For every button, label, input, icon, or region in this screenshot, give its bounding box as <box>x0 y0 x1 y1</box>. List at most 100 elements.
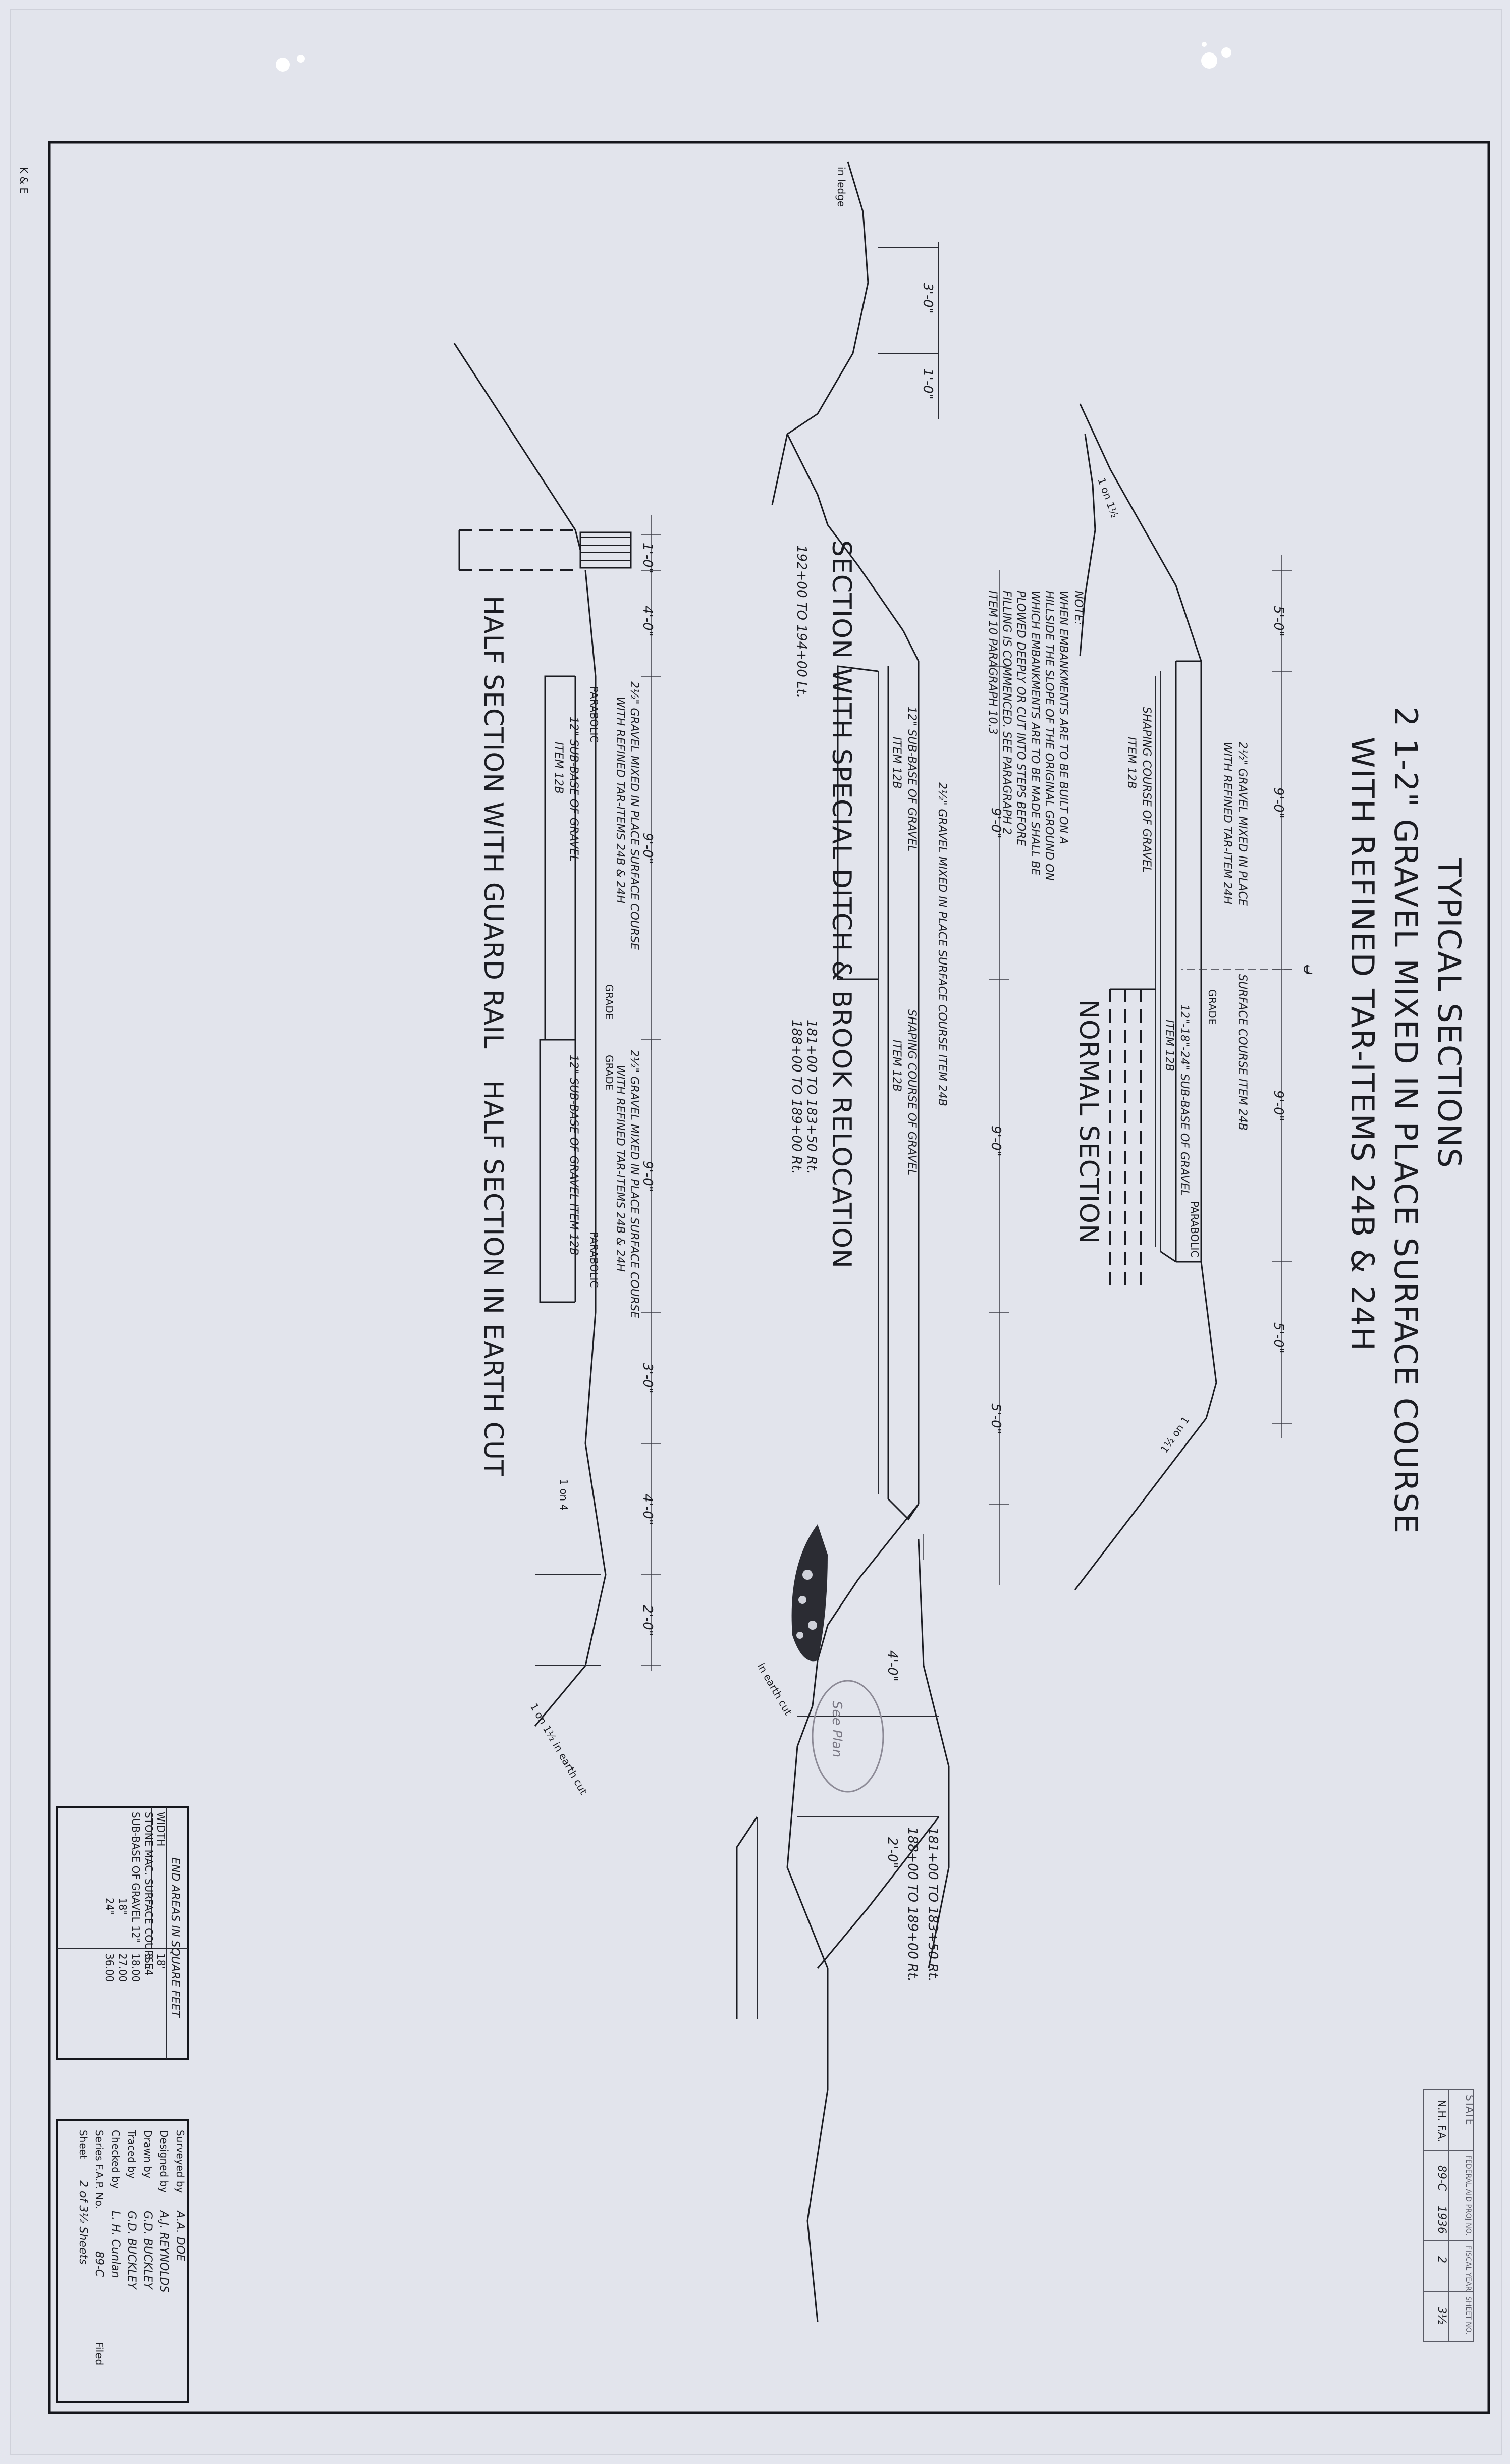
end-areas-row-1-label: STONE MAC. SURFACE COURSE <box>143 1812 155 1970</box>
earth-dim-3: 4'-0" <box>640 1494 655 1525</box>
note-line-6: ITEM 10 PARAGRAPH 10.3 <box>986 591 999 735</box>
normal-parabolic: PARABOLIC <box>1189 1201 1201 1257</box>
tb-row-0-label: Surveyed by <box>174 2130 186 2193</box>
tb-row-3-label: Traced by <box>126 2129 138 2179</box>
end-areas-row-3-label: 18" <box>117 1898 129 1915</box>
tb-row-2-label: Drawn by <box>142 2130 154 2178</box>
guard-subbase: 12" SUB-BASE OF GRAVEL <box>567 717 580 862</box>
normal-dim-1: 5'-0" <box>1271 606 1286 637</box>
state-value-2: 89-C <box>1435 2165 1448 2191</box>
special-dim-2: 9'-0" <box>988 808 1003 839</box>
special-section: 3'-0" 1'-0" 9'-0" 9'-0" 5'-0" 4'-0" <box>736 161 1009 2322</box>
normal-subbase-label: 12"-18"-24" SUB-BASE OF GRAVEL <box>1178 1004 1191 1196</box>
state-value-5: 3½ <box>1435 2307 1448 2324</box>
state-header-1: FEDERAL AID PROJ NO. <box>1464 2155 1472 2236</box>
dim-ticks <box>1272 570 1292 1424</box>
earth-cut-title: HALF SECTION IN EARTH CUT <box>478 1080 508 1477</box>
earth-grade: GRADE <box>603 1055 615 1090</box>
earth-surface-2: WITH REFINED TAR-ITEMS 24B & 24H <box>614 1065 626 1272</box>
earth-surface: 2½" GRAVEL MIXED IN PLACE SURFACE COURSE <box>628 1050 640 1318</box>
end-areas-table: END AREAS IN SQUARE FEET WIDTH 18' STONE… <box>56 1806 189 2060</box>
end-areas-row-3-value: 27.00 <box>117 1953 129 1982</box>
guard-grade: GRADE <box>603 984 615 1020</box>
special-dim-6: 4'-0" <box>885 1650 900 1682</box>
tb-row-0-value: A.A. DOE <box>174 2210 186 2261</box>
title-line-3: WITH REFINED TAR-ITEMS 24B & 24H <box>1344 737 1381 1352</box>
guard-parabolic: PARABOLIC <box>588 686 600 742</box>
tb-row-6-label: Sheet <box>77 2130 89 2159</box>
state-header-3: SHEET NO. <box>1464 2296 1472 2334</box>
special-shaping-item: ITEM 12B <box>890 1040 903 1092</box>
end-areas-row-2-value: 18.00 <box>130 1953 142 1982</box>
punch-hole-right <box>1201 42 1231 69</box>
earth-slope: 1 on 4 <box>558 1479 570 1511</box>
tb-row-1-label: Designed by <box>158 2130 170 2193</box>
normal-subbase-item: ITEM 12B <box>1163 1020 1175 1072</box>
title-block: Surveyed by A.A. DOE Designed by A.J. RE… <box>56 2119 189 2403</box>
end-areas-row-4-value: 36.00 <box>103 1953 116 1982</box>
guard-dim-3: 9'-0" <box>640 833 655 864</box>
punch-hole-left <box>276 55 305 72</box>
guard-subbase-item: ITEM 12B <box>552 742 565 794</box>
state-header-0: STATE <box>1464 2095 1476 2125</box>
tb-row-5-label: Series F.A.P. No. <box>93 2130 105 2209</box>
end-areas-header: END AREAS IN SQUARE FEET <box>169 1857 181 2018</box>
guard-rail-title: HALF SECTION WITH GUARD RAIL <box>478 596 508 1049</box>
end-areas-row-4-label: 24" <box>103 1898 116 1915</box>
special-note-1: 181+00 TO 183+50 Rt. <box>925 1827 940 1982</box>
note-line-1: WHEN EMBANKMENTS ARE TO BE BUILT ON A <box>1057 591 1069 844</box>
earth-dim-4: 2'-0" <box>640 1605 655 1636</box>
tb-row-4-value: L. H. Cunlan <box>109 2211 122 2278</box>
tb-row-4-label: Checked by <box>110 2130 122 2189</box>
normal-surface-label: 2½" GRAVEL MIXED IN PLACE <box>1236 742 1249 906</box>
normal-section: NORMAL SECTION 5'-0" 9'-0" 9'-0" 5'-0 <box>986 403 1314 1590</box>
special-dim-3: 9'-0" <box>988 1126 1003 1157</box>
state-value-3: 1936 <box>1435 2206 1448 2234</box>
normal-dim-2: 9'-0" <box>1271 787 1286 819</box>
title-line-1: TYPICAL SECTIONS <box>1431 858 1468 1169</box>
special-stations-right-2: 188+00 TO 189+00 Rt. <box>789 1020 804 1174</box>
special-shaping: SHAPING COURSE OF GRAVEL <box>905 1009 918 1175</box>
normal-centerline: ℄ <box>1302 962 1314 978</box>
special-section-title: SECTION WITH SPECIAL DITCH & BROOK RELOC… <box>826 540 856 1269</box>
end-areas-row-1-value: 3.54 <box>143 1953 155 1976</box>
stamp-text: See Plan <box>829 1701 844 1757</box>
tb-row-3-value: G.D. BUCKLEY <box>125 2211 138 2290</box>
note-line-5: FILLING IS COMMENCED. SEE PARAGRAPH 2 <box>1000 591 1013 835</box>
tb-row-2-value: G.D. BUCKLEY <box>141 2211 154 2290</box>
guard-rail-section: 1'-0" 4'-0" 9'-0" 2½" GRAVEL MIXED IN PL… <box>453 343 661 1050</box>
tb-filed: Filed <box>93 2342 105 2365</box>
note-line-2: HILLSIDE THE SLOPE OF THE ORIGINAL GROUN… <box>1043 591 1055 881</box>
drawing-border <box>48 141 1490 2414</box>
tb-row-5-value: 89-C <box>93 2251 105 2277</box>
normal-section-title: NORMAL SECTION <box>1073 999 1104 1244</box>
normal-surface-label-2: WITH REFINED TAR-ITEM 24H <box>1221 742 1233 904</box>
special-ledge: in ledge <box>835 167 847 207</box>
earth-parabolic: PARABOLIC <box>588 1231 600 1288</box>
see-plan-stamp: See Plan <box>812 1680 884 1793</box>
end-areas-row-0-label: WIDTH <box>155 1812 167 1846</box>
note-line-3: WHICH EMBANKMENTS ARE TO BE MADE SHALL B… <box>1029 591 1041 875</box>
special-dim-1: 3'-0" <box>920 283 935 314</box>
title-line-2: 2 1-2" GRAVEL MIXED IN PLACE SURFACE COU… <box>1387 707 1424 1534</box>
normal-dim-3: 9'-0" <box>1271 1090 1286 1121</box>
riprap-hatch <box>791 1524 828 1662</box>
special-subbase: 12" SUB-BASE OF GRAVEL <box>905 707 918 851</box>
normal-shaping-label: SHAPING COURSE OF GRAVEL <box>1140 707 1153 873</box>
state-value-4: 2 <box>1435 2256 1448 2263</box>
earth-dim-1: 9'-0" <box>640 1161 655 1192</box>
earth-subbase: 12" SUB-BASE OF GRAVEL ITEM 12B <box>567 1055 580 1255</box>
guard-rail-post <box>579 531 632 569</box>
special-surface: 2½" GRAVEL MIXED IN PLACE SURFACE COURSE… <box>936 782 948 1106</box>
special-dim-4: 5'-0" <box>988 1403 1003 1434</box>
special-note-2: 188+00 TO 189+00 Rt. <box>905 1827 920 1982</box>
special-subbase-item: ITEM 12B <box>890 737 903 789</box>
end-areas-row-0-value: 18' <box>155 1953 167 1969</box>
state-value-1: F.A. <box>1436 2125 1448 2142</box>
state-box: STATE FEDERAL AID PROJ NO. FISCAL YEAR S… <box>1423 2089 1476 2342</box>
guard-surface-2: WITH REFINED TAR-ITEMS 24B & 24H <box>614 697 626 903</box>
special-stations-left: 192+00 TO 194+00 Lt. <box>794 545 809 698</box>
corner-mark: K & E <box>18 167 30 194</box>
guard-dim-1: 1'-0" <box>640 543 655 574</box>
